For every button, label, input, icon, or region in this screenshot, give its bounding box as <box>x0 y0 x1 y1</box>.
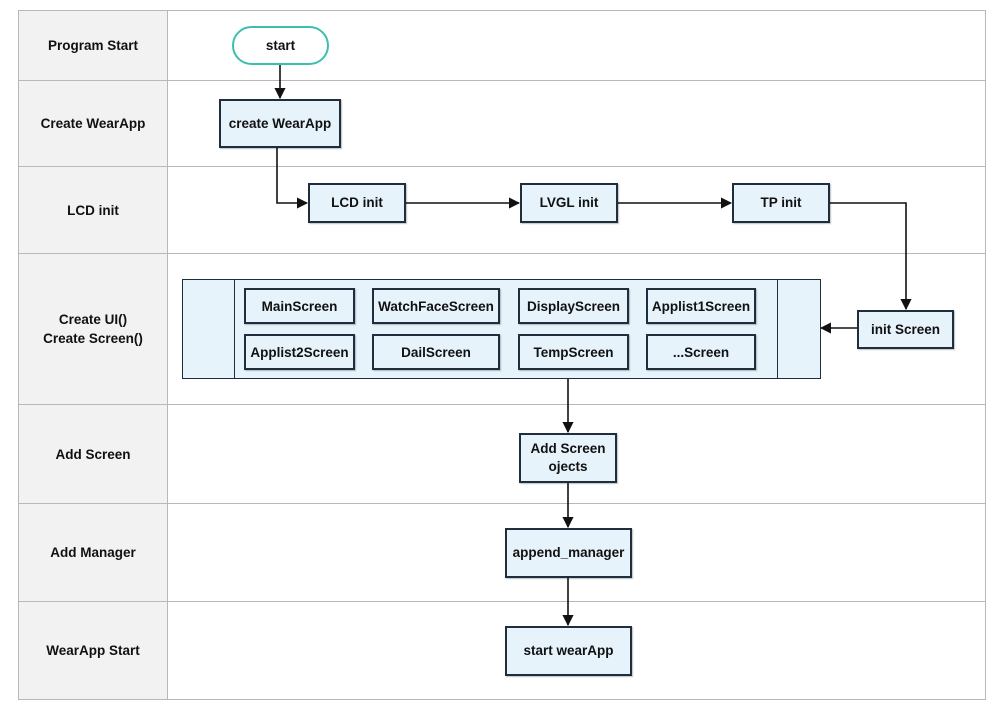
screen-label: MainScreen <box>261 298 338 314</box>
screen-node-dail: DailScreen <box>372 334 500 370</box>
lane-add-screen: Add Screen <box>18 404 986 504</box>
lane-label: Add Screen <box>19 405 168 503</box>
node-label: init Screen <box>870 321 941 337</box>
screen-label: Applist1Screen <box>651 298 751 314</box>
lane-lcd-init: LCD init <box>18 166 986 254</box>
lane-label: Add Manager <box>19 504 168 601</box>
lane-add-manager: Add Manager <box>18 503 986 602</box>
screen-node-display: DisplayScreen <box>518 288 629 324</box>
start-label: start <box>265 38 296 53</box>
lane-label: LCD init <box>19 167 168 253</box>
node-label-line: Add Screen <box>530 441 606 456</box>
lane-label: Create WearApp <box>19 81 168 166</box>
lane-label-line: Program Start <box>47 38 139 53</box>
group-divider-right <box>777 280 778 378</box>
screen-label: ...Screen <box>672 344 730 360</box>
node-label-line: ojects <box>548 459 588 474</box>
lane-create-wearapp: Create WearApp <box>18 80 986 167</box>
screen-label: DailScreen <box>401 344 471 360</box>
screen-label: Applist2Screen <box>250 344 349 360</box>
lane-label-line: Add Screen <box>55 446 131 462</box>
add-screen-objects-node: Add Screen ojects <box>519 433 617 483</box>
screen-node-watchface: WatchFaceScreen <box>372 288 500 324</box>
lane-label-line: Create Screen() <box>43 331 143 346</box>
append-manager-node: append_manager <box>505 528 632 578</box>
lane-label-line: WearApp Start <box>46 643 140 658</box>
screen-label: DisplayScreen <box>526 298 621 314</box>
node-label: append_manager <box>512 545 625 560</box>
node-label: LVGL init <box>539 195 599 210</box>
create-wearapp-node: create WearApp <box>219 99 341 148</box>
start-terminal: start <box>232 26 329 65</box>
screen-label: WatchFaceScreen <box>378 298 494 314</box>
group-divider-left <box>234 280 235 378</box>
lane-label-line: Create WearApp <box>40 116 146 131</box>
lane-label: Program Start <box>19 11 168 80</box>
screen-node-more: ...Screen <box>646 334 756 370</box>
lane-label-line: Create UI() <box>58 312 128 327</box>
lane-program-start: Program Start <box>18 10 986 81</box>
node-label: TP init <box>760 195 802 210</box>
lvgl-init-node: LVGL init <box>520 183 618 223</box>
lane-label: WearApp Start <box>19 602 168 699</box>
screen-node-main: MainScreen <box>244 288 355 324</box>
lane-wearapp-start: WearApp Start <box>18 601 986 700</box>
lane-create-ui: Create UI() Create Screen() <box>18 253 986 405</box>
lane-label-line: Add Manager <box>50 545 136 560</box>
init-screen-node: init Screen <box>857 310 954 349</box>
lcd-init-node: LCD init <box>308 183 406 223</box>
start-wearapp-node: start wearApp <box>505 626 632 676</box>
tp-init-node: TP init <box>732 183 830 223</box>
screen-node-applist1: Applist1Screen <box>646 288 756 324</box>
node-label: start wearApp <box>523 643 614 658</box>
screen-label: TempScreen <box>533 344 614 360</box>
screen-node-applist2: Applist2Screen <box>244 334 355 370</box>
lane-label-line: LCD init <box>67 202 119 218</box>
node-label: LCD init <box>331 195 383 210</box>
screen-node-temp: TempScreen <box>518 334 629 370</box>
swimlane-table: Program Start Create WearApp LCD init Cr… <box>18 10 988 700</box>
node-label: create WearApp <box>228 115 332 131</box>
lane-label: Create UI() Create Screen() <box>19 254 168 404</box>
